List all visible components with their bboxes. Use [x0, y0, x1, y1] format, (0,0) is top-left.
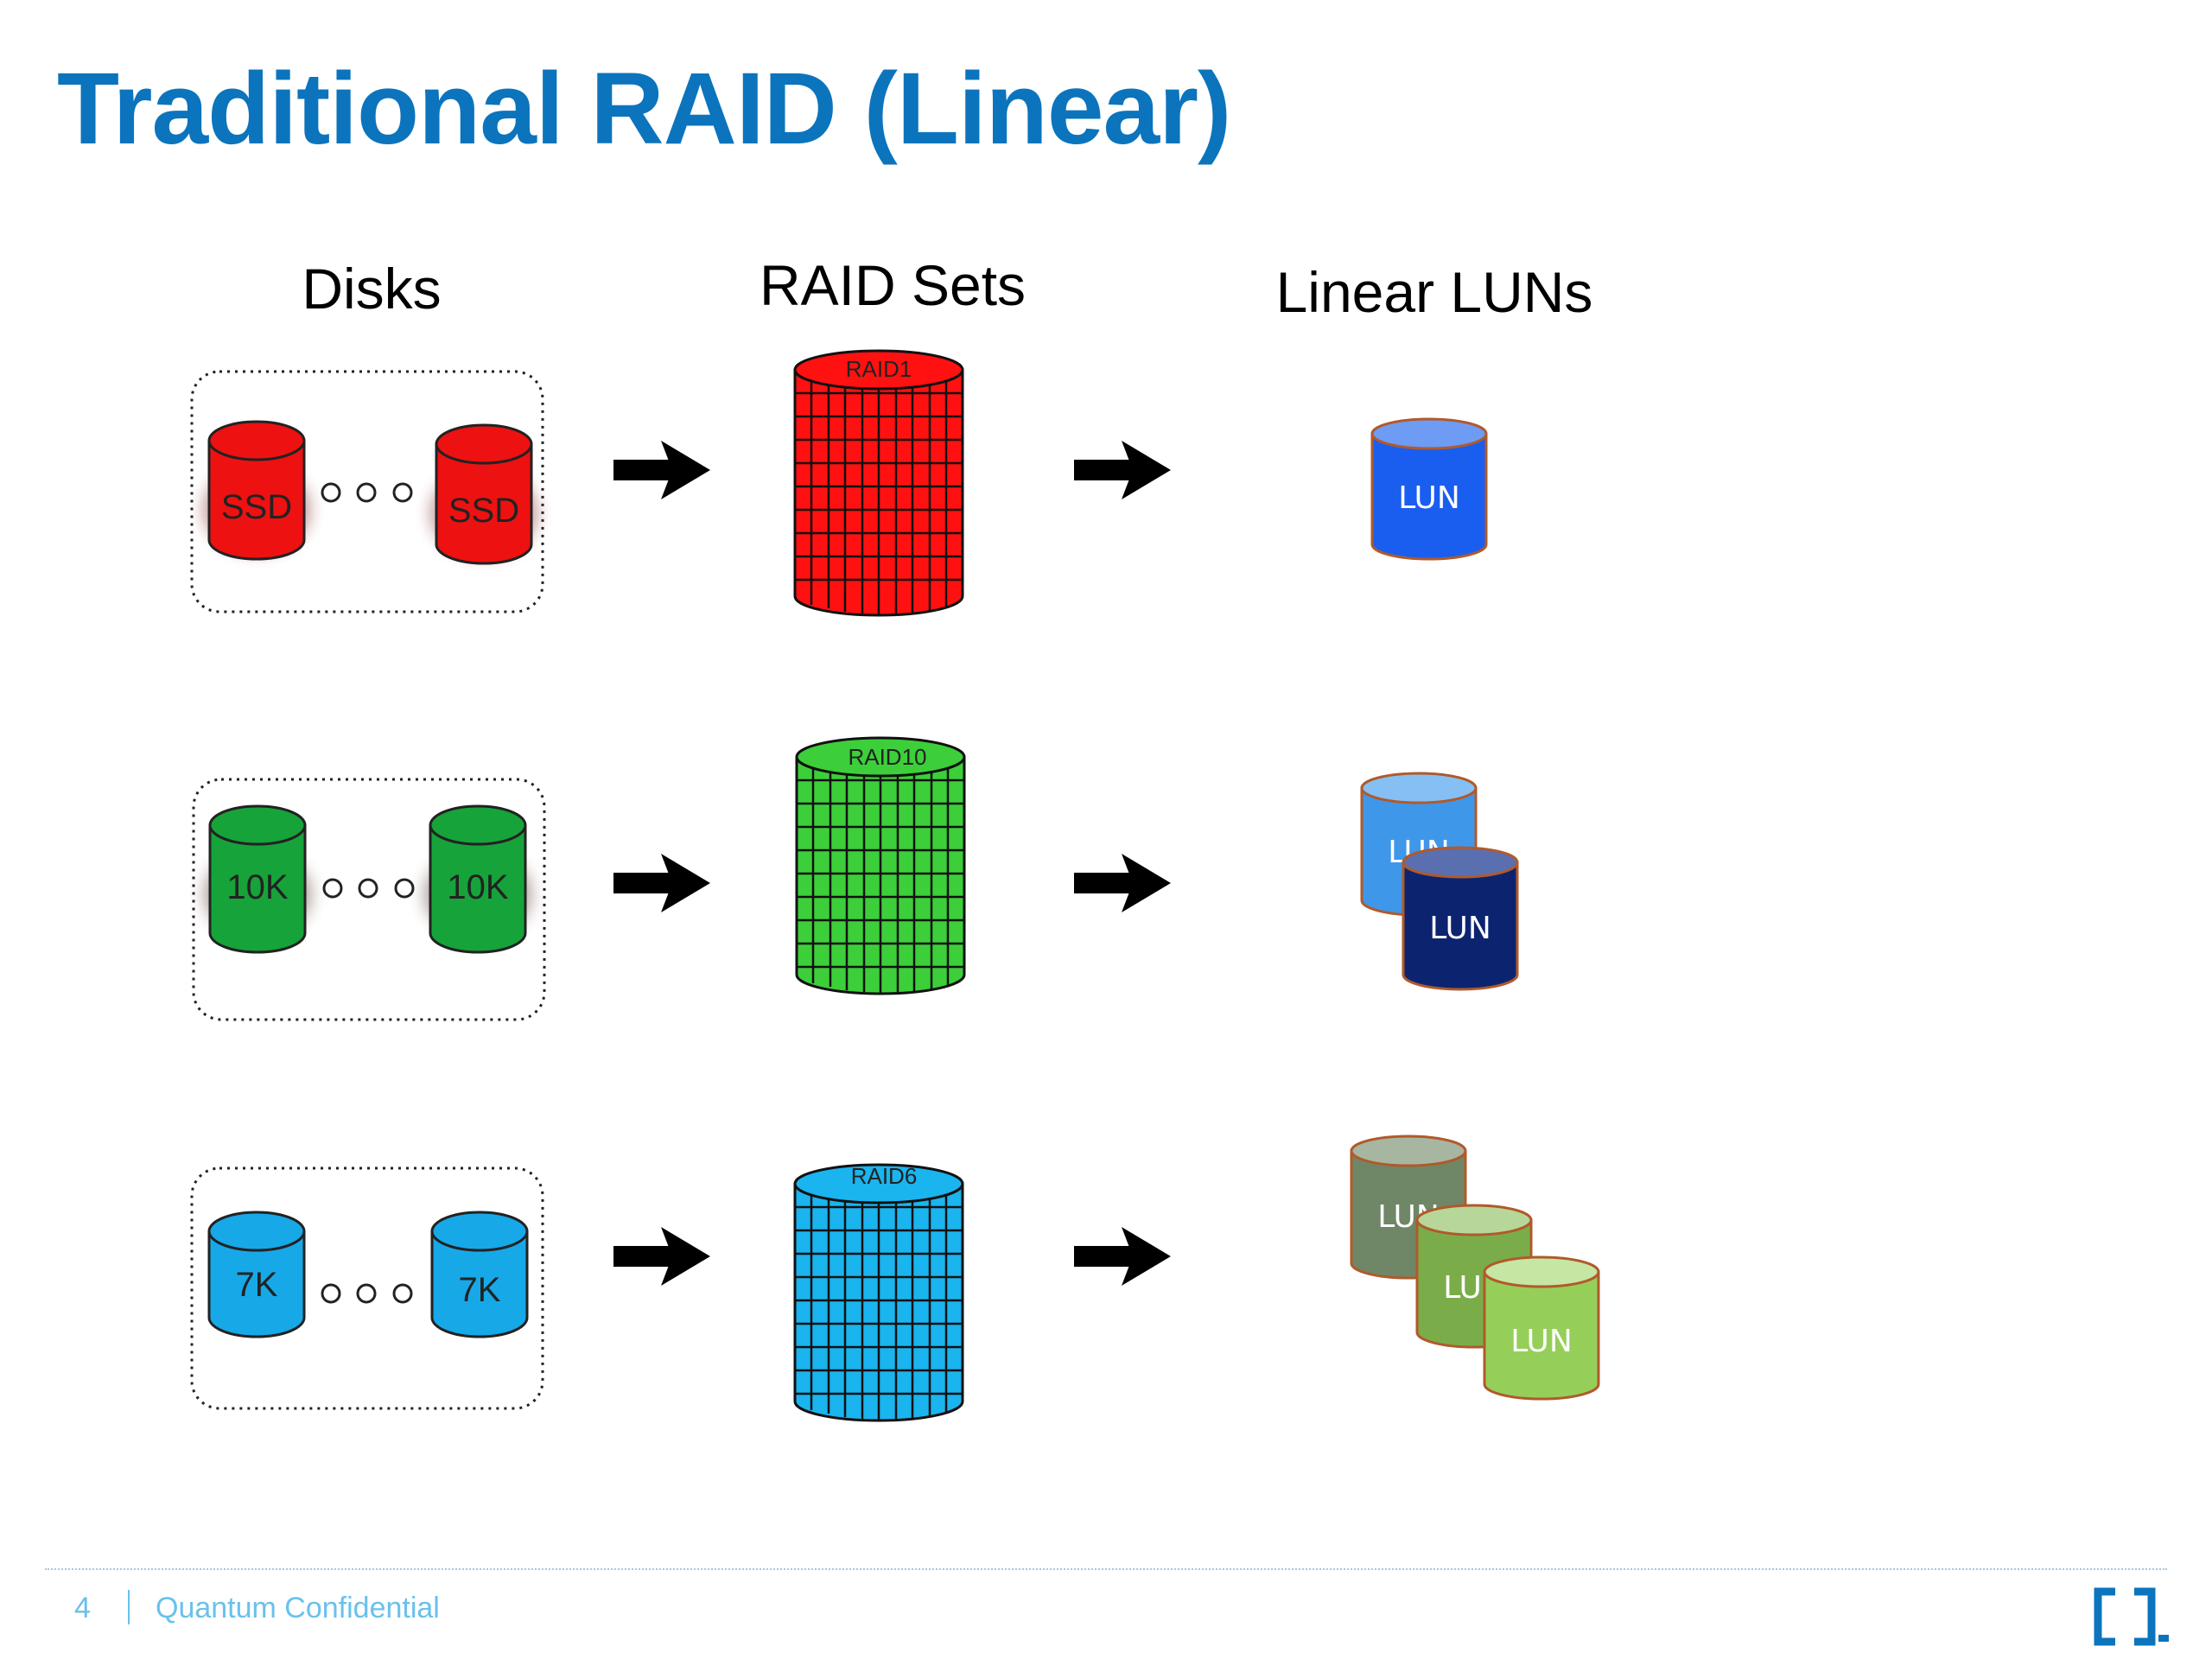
disk-cylinder: 10K [204, 804, 311, 954]
disk-group-box [190, 1166, 544, 1410]
lun-cylinder: LUN [1402, 846, 1519, 991]
row-ssd: SSD SSD RAID1 [190, 349, 1488, 617]
arrow-icon [613, 441, 710, 499]
disk-label: SSD [448, 492, 519, 530]
disk-cylinder: SSD [430, 423, 537, 565]
disk-ellipsis [322, 878, 415, 899]
column-header-disks: Disks [302, 257, 442, 321]
disk-label: 10K [226, 868, 288, 906]
lun-label: LUN [1429, 911, 1491, 946]
arrow-icon [613, 854, 710, 912]
row-10k: 10K 10K RAID10 [192, 736, 1519, 1021]
raid-set-cylinder: RAID6 [793, 1163, 964, 1422]
arrow-icon [613, 1227, 710, 1286]
raid-label: RAID1 [846, 356, 912, 382]
disk-cylinder: SSD [203, 420, 310, 561]
arrow-icon [1074, 1227, 1171, 1286]
page-number: 4 [74, 1592, 91, 1624]
disk-cylinder: 7K [430, 1211, 529, 1338]
raid-label: RAID10 [848, 744, 926, 770]
disk-label: 10K [447, 868, 508, 906]
quantum-logo-icon [2094, 1587, 2169, 1646]
disk-group-box [190, 370, 544, 613]
row-7k: 7K 7K RAID6 L [190, 1135, 1600, 1422]
raid-set-cylinder: RAID1 [793, 349, 964, 617]
column-header-linear-luns: Linear LUNs [1275, 260, 1593, 324]
confidential-notice: Quantum Confidential [156, 1592, 440, 1624]
arrow-icon [1074, 441, 1171, 499]
lun-label: LUN [1510, 1324, 1573, 1359]
raid-set-cylinder: RAID10 [795, 736, 966, 995]
disk-cylinder: 7K [207, 1211, 306, 1338]
disk-ellipsis [321, 1283, 413, 1304]
disk-label: SSD [221, 488, 292, 526]
disk-label: 7K [236, 1266, 278, 1304]
column-header-raid-sets: RAID Sets [759, 253, 1027, 317]
raid-label: RAID6 [851, 1163, 918, 1189]
lun-cylinder: LUN [1370, 417, 1488, 561]
slide-title: Traditional RAID (Linear) [57, 52, 1231, 166]
disk-label: 7K [459, 1271, 501, 1309]
disk-group-box [192, 778, 546, 1021]
footer-divider [45, 1568, 2167, 1570]
lun-label: LUN [1398, 480, 1460, 516]
disk-ellipsis [321, 482, 413, 503]
lun-cylinder: LUN [1483, 1255, 1600, 1401]
disk-cylinder: 10K [424, 804, 531, 954]
arrow-icon [1074, 854, 1171, 912]
footer-separator [128, 1590, 130, 1624]
